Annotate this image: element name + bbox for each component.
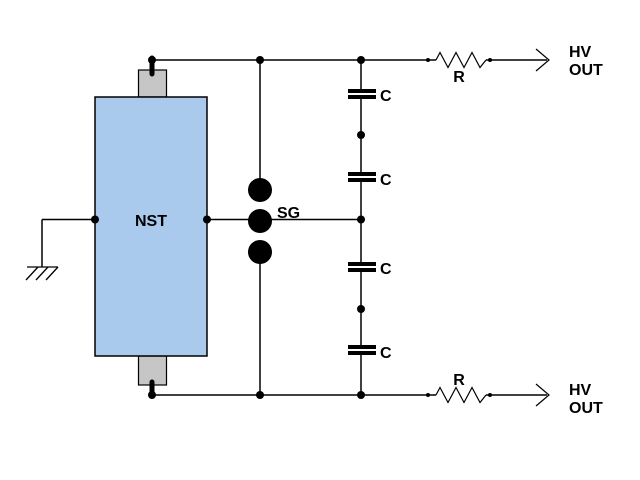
junction-dot: [148, 56, 156, 64]
ground-symbol: [25, 266, 59, 281]
spark-gap-electrode-3: [248, 240, 272, 264]
junction-dot: [357, 131, 365, 139]
capacitor-2-label: C: [380, 172, 392, 189]
junction-dot: [357, 305, 365, 313]
junction-dot: [256, 56, 264, 64]
output-labels: HV OUT HV OUT: [569, 44, 603, 417]
capacitor-3-label: C: [380, 261, 392, 278]
junction-dots: [91, 56, 492, 399]
transformer: NST: [94, 55, 208, 399]
junction-dot: [357, 56, 365, 64]
resistor-bottom-label: R: [453, 372, 465, 389]
resistor-terminal-dot: [488, 58, 492, 62]
hv-out-top-line1: HV: [569, 44, 592, 61]
resistors: [435, 51, 487, 404]
junction-dot: [148, 391, 156, 399]
capacitor-4: [348, 345, 376, 355]
arrow-bottom-icon: [535, 383, 550, 407]
hv-out-bottom-line2: OUT: [569, 400, 603, 417]
hv-out-top-line2: OUT: [569, 62, 603, 79]
transformer-label: NST: [135, 213, 167, 230]
resistor-bottom-zigzag: [435, 386, 487, 404]
resistor-top-label: R: [453, 69, 465, 86]
capacitor-2: [348, 172, 376, 182]
spark-gap-electrode-1: [248, 178, 272, 202]
output-arrows: [535, 48, 550, 407]
spark-gap: SG: [248, 178, 300, 264]
capacitor-3: [348, 262, 376, 272]
wires: [41, 59, 547, 396]
spark-gap-electrode-2: [248, 209, 272, 233]
arrow-top-icon: [535, 48, 550, 72]
capacitor-1-label: C: [380, 88, 392, 105]
hv-out-bottom-line1: HV: [569, 382, 592, 399]
resistor-terminal-dot: [488, 393, 492, 397]
capacitor-string: [348, 89, 376, 355]
resistor-terminal-dot: [426, 393, 430, 397]
capacitor-labels: C C C C: [380, 88, 392, 362]
junction-dot: [357, 215, 365, 224]
transformer-body: [94, 96, 208, 357]
spark-gap-label: SG: [277, 205, 300, 222]
ground-slash-3: [45, 266, 59, 281]
junction-dot: [357, 391, 365, 399]
resistor-top-zigzag: [435, 51, 487, 69]
junction-dot: [91, 215, 99, 224]
ground-slash-2: [35, 266, 49, 281]
resistor-terminal-dot: [426, 58, 430, 62]
capacitor-1: [348, 89, 376, 99]
ground-slash-1: [25, 266, 39, 281]
junction-dot: [203, 215, 211, 224]
capacitor-4-label: C: [380, 345, 392, 362]
junction-dot: [256, 391, 264, 399]
